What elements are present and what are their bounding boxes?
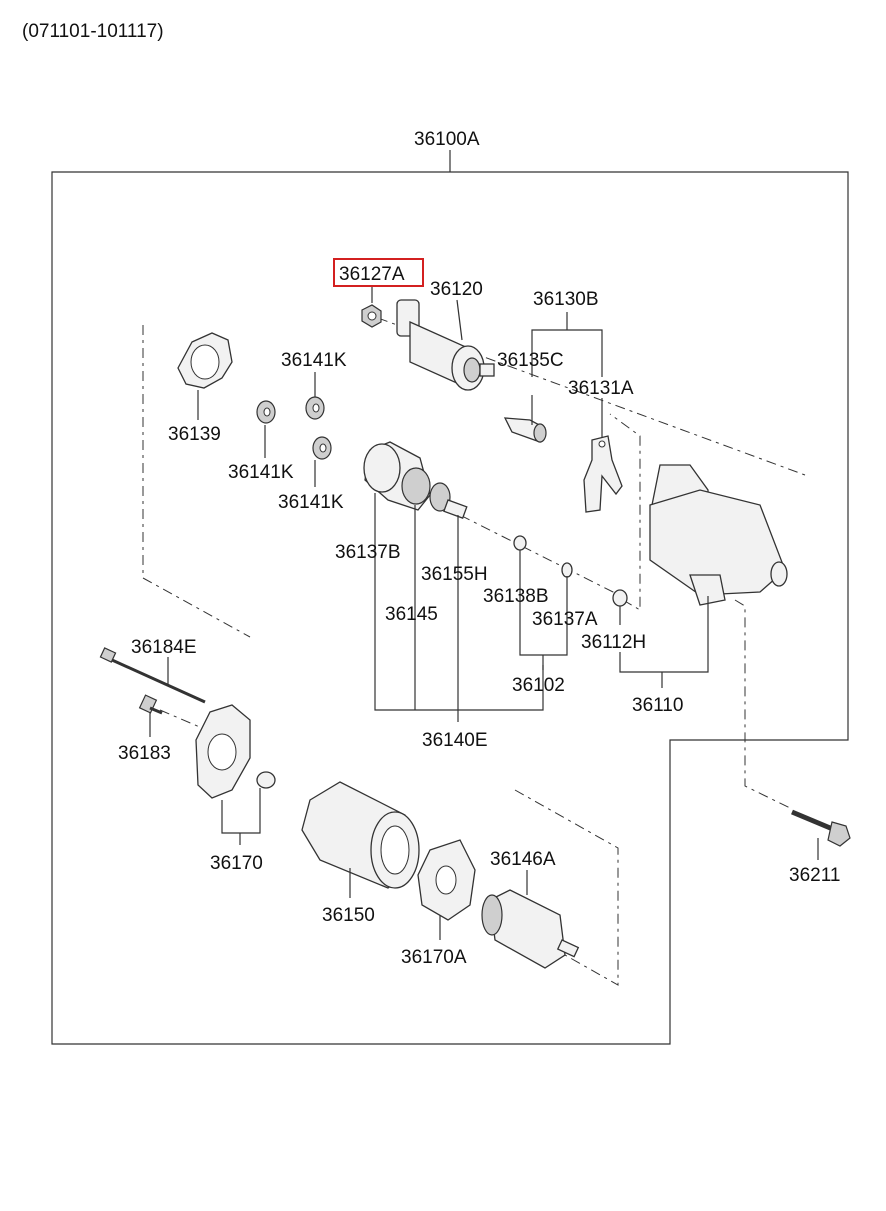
leader-36140E-bracket xyxy=(374,493,544,711)
label-36145[interactable]: 36145 xyxy=(385,604,438,625)
armature-axis xyxy=(514,789,619,986)
ring-36138B[interactable] xyxy=(513,535,527,551)
label-36102[interactable]: 36102 xyxy=(512,675,565,696)
label-36183[interactable]: 36183 xyxy=(118,743,171,764)
label-36155H[interactable]: 36155H xyxy=(421,564,488,585)
leader-36170 xyxy=(221,788,261,845)
lever-36131A[interactable] xyxy=(583,435,623,513)
bolt-36211-axis xyxy=(734,599,791,809)
label-36110[interactable]: 36110 xyxy=(632,695,683,716)
label-36141K-a[interactable]: 36141K xyxy=(281,350,347,371)
label-36130B[interactable]: 36130B xyxy=(533,289,599,310)
leader-36102 xyxy=(519,550,568,670)
gear-36141K-a[interactable] xyxy=(305,396,325,420)
highlight-box-36127A xyxy=(333,258,424,287)
label-36135C[interactable]: 36135C xyxy=(497,350,564,371)
fork-axis xyxy=(609,413,641,611)
label-36127A[interactable]: 36127A xyxy=(339,264,405,285)
bolt-36184E[interactable] xyxy=(99,647,206,704)
label-36140E[interactable]: 36140E xyxy=(422,730,488,751)
gear-assembly-36140E[interactable] xyxy=(363,441,468,519)
label-36137A[interactable]: 36137A xyxy=(532,609,598,630)
gear-36141K-c[interactable] xyxy=(312,436,332,460)
label-36131A[interactable]: 36131A xyxy=(568,378,634,399)
label-36112H[interactable]: 36112H xyxy=(581,632,646,653)
label-36211[interactable]: 36211 xyxy=(789,865,840,886)
end-cover-36170[interactable] xyxy=(195,704,276,799)
date-range-label: (071101-101117) xyxy=(22,21,164,42)
gear-36141K-b[interactable] xyxy=(256,400,276,424)
label-36150[interactable]: 36150 xyxy=(322,905,375,926)
solenoid-36120[interactable] xyxy=(396,299,495,391)
bushing-36112H[interactable] xyxy=(612,589,628,607)
plunger-36135C[interactable] xyxy=(503,417,547,443)
label-36120[interactable]: 36120 xyxy=(430,279,483,300)
label-36138B[interactable]: 36138B xyxy=(483,586,549,607)
label-36146A[interactable]: 36146A xyxy=(490,849,556,870)
label-36137B[interactable]: 36137B xyxy=(335,542,401,563)
bolt-36211[interactable] xyxy=(791,809,851,847)
label-36170[interactable]: 36170 xyxy=(210,853,263,874)
ring-36137A[interactable] xyxy=(561,562,573,578)
left-axis xyxy=(142,325,251,638)
leader-36110 xyxy=(619,596,709,688)
brush-holder-36170A[interactable] xyxy=(417,839,476,921)
label-36141K-c[interactable]: 36141K xyxy=(278,492,344,513)
assembly-boundary xyxy=(51,171,849,1045)
label-36184E[interactable]: 36184E xyxy=(131,637,197,658)
screw-36183[interactable] xyxy=(138,694,163,715)
plate-36139[interactable] xyxy=(177,332,233,389)
armature-36146A[interactable] xyxy=(481,889,580,969)
assembly-label[interactable]: 36100A xyxy=(414,129,480,150)
leader-36120 xyxy=(456,299,463,341)
nut-36127A[interactable] xyxy=(361,304,382,328)
label-36139[interactable]: 36139 xyxy=(168,424,221,445)
yoke-36150[interactable] xyxy=(301,781,420,889)
label-36170A[interactable]: 36170A xyxy=(401,947,467,968)
leader-36130B xyxy=(531,312,603,377)
housing-36110[interactable] xyxy=(649,464,788,606)
label-36141K-b[interactable]: 36141K xyxy=(228,462,294,483)
